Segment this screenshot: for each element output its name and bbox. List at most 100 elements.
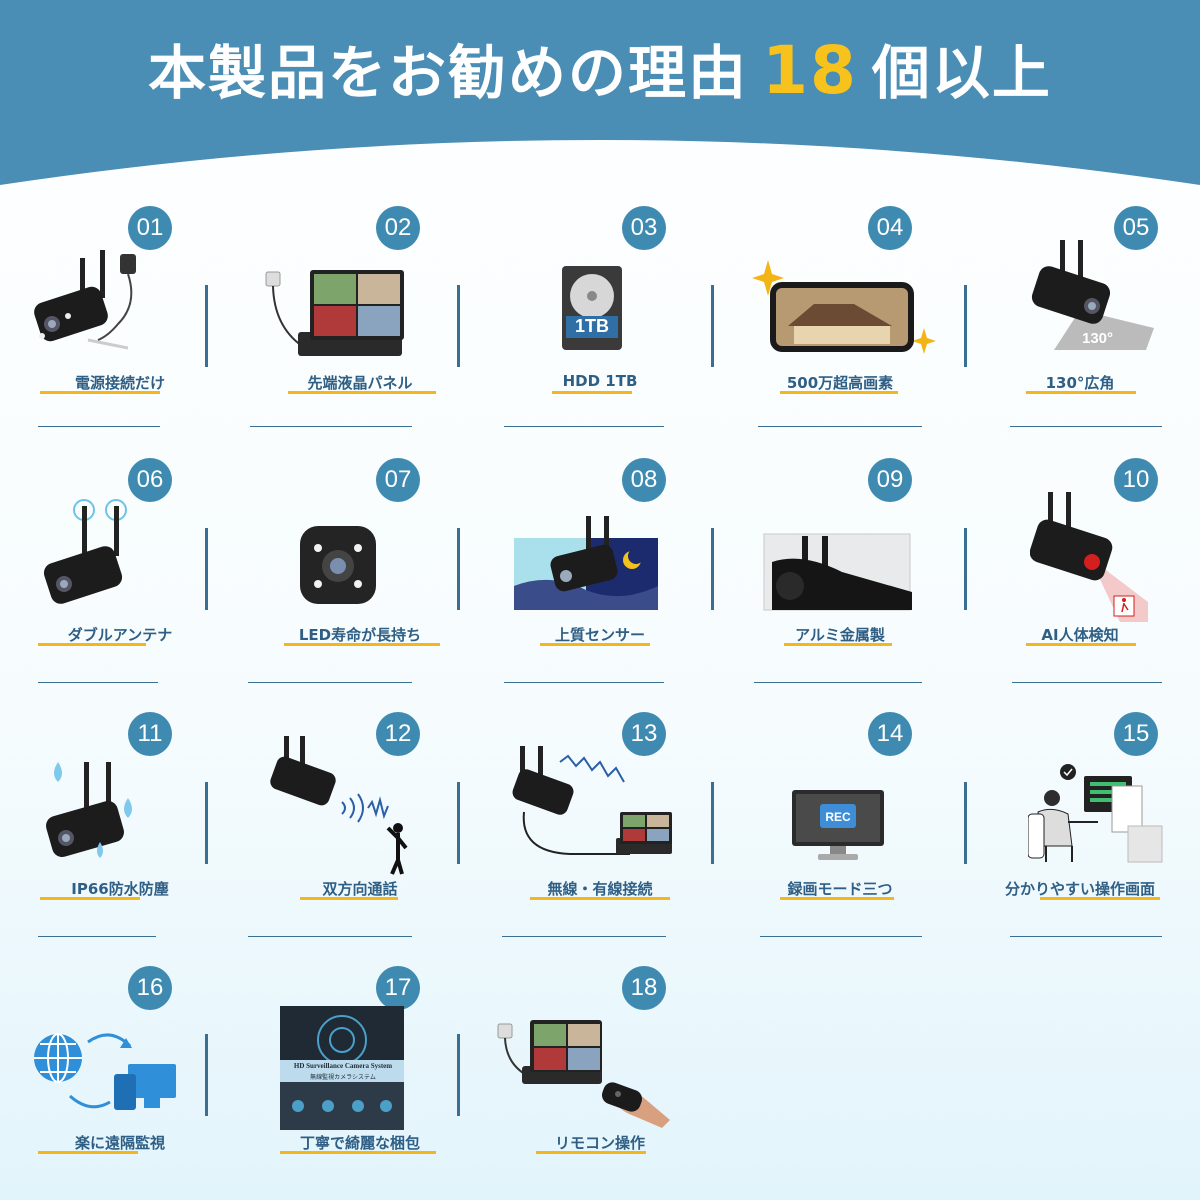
row-divider [38, 426, 160, 427]
feature-label: 上質センサー [554, 626, 645, 644]
monitor-nvr-icon [265, 270, 404, 356]
feature-number-badge: 04 [868, 206, 912, 250]
row-divider [754, 682, 922, 683]
feature-cell-12: 12 双方向通話 [240, 696, 480, 948]
label-underline [40, 391, 160, 394]
feature-cell-13: 13 無線・有線接続 [480, 696, 720, 948]
label-underline [288, 391, 436, 394]
feature-label: リモコン操作 [554, 1134, 645, 1152]
column-divider [205, 1034, 208, 1116]
column-divider [457, 782, 460, 864]
label-underline [540, 643, 650, 646]
feature-number-badge: 18 [622, 966, 666, 1010]
box-subtitle-text: 無線監視カメラシステム [310, 1074, 376, 1081]
feature-cell-02: 02 先端液晶パネル [240, 190, 480, 442]
title-after: 個以上 [871, 39, 1052, 107]
feature-number-badge: 12 [376, 712, 420, 756]
feature-label: 分かりやすい操作画面 [1004, 880, 1155, 898]
row-divider [502, 936, 666, 937]
angle-text: 130° [1082, 330, 1114, 347]
box-title-text: HD Surveillance Camera System [293, 1062, 393, 1070]
wide-angle-camera-icon [1031, 240, 1154, 350]
hard-drive-icon [562, 266, 622, 350]
title-before: 本製品をお勧めの理由 [148, 39, 749, 107]
feature-cell-03: 03 1TB HDD 1TB [480, 190, 720, 442]
label-underline [280, 1151, 436, 1154]
label-underline [38, 643, 146, 646]
feature-cell-16: 16 楽に遠隔監視 [0, 950, 240, 1202]
label-underline [552, 391, 632, 394]
row-divider [758, 426, 922, 427]
feature-number-badge: 14 [868, 712, 912, 756]
row-divider [1012, 682, 1162, 683]
wireless-wired-icon [512, 746, 672, 855]
feature-cell-04: 04 500万超高画素 [720, 190, 960, 442]
rec-monitor-icon [792, 790, 884, 860]
feature-label: 録画モード三つ [787, 880, 893, 898]
feature-label: LED寿命が長持ち [298, 626, 422, 644]
column-divider [457, 528, 460, 610]
feature-cell-07: 07 LED寿命が長持ち [240, 442, 480, 694]
feature-cell-05: 05 130° 130°広角 [960, 190, 1200, 442]
label-underline [530, 897, 670, 900]
remote-control-icon [497, 1020, 670, 1128]
column-divider [205, 528, 208, 610]
column-divider [205, 285, 208, 367]
feature-cell-14: 14 REC 録画モード三つ [720, 696, 960, 948]
feature-cell-18: 18 リモコン操作 [480, 950, 720, 1202]
feature-label: 双方向通話 [322, 880, 398, 898]
feature-number-badge: 10 [1114, 458, 1158, 502]
label-underline [40, 897, 140, 900]
row-divider [250, 426, 412, 427]
row-divider [1010, 426, 1162, 427]
title-number: 18 [762, 32, 858, 109]
label-underline [1026, 391, 1136, 394]
feature-label: 先端液晶パネル [307, 374, 413, 392]
label-underline [780, 391, 898, 394]
column-divider [711, 528, 714, 610]
column-divider [457, 1034, 460, 1116]
feature-number-badge: 06 [128, 458, 172, 502]
feature-label: AI人体検知 [1041, 626, 1119, 644]
feature-cell-01: 01 電源接続だけ [0, 190, 240, 442]
feature-cell-06: 06 ダブルアンテナ [0, 442, 240, 694]
feature-number-badge: 07 [376, 458, 420, 502]
row-divider [248, 936, 412, 937]
feature-number-badge: 05 [1114, 206, 1158, 250]
two-way-audio-icon [270, 736, 408, 875]
feature-number-badge: 03 [622, 206, 666, 250]
metal-camera-icon [763, 533, 912, 611]
camera-with-adapter-icon [34, 250, 136, 350]
feature-number-badge: 15 [1114, 712, 1158, 756]
smartphone-house-icon [752, 260, 936, 354]
label-underline [536, 1151, 646, 1154]
column-divider [711, 285, 714, 367]
feature-cell-11: 11 IP66防水防塵 [0, 696, 240, 948]
feature-label: 500万超高画素 [786, 374, 894, 392]
feature-cell-10: 10 AI人体検知 [960, 442, 1200, 694]
column-divider [205, 782, 208, 864]
feature-number-badge: 02 [376, 206, 420, 250]
feature-label: 130°広角 [1045, 374, 1115, 392]
feature-number-badge: 11 [128, 712, 172, 756]
led-camera-front-icon [300, 526, 376, 604]
column-divider [964, 782, 967, 864]
column-divider [964, 285, 967, 367]
row-divider [760, 936, 922, 937]
row-divider [504, 426, 664, 427]
column-divider [457, 285, 460, 367]
feature-label: 電源接続だけ [74, 374, 165, 392]
feature-number-badge: 09 [868, 458, 912, 502]
label-underline [784, 643, 892, 646]
feature-number-badge: 08 [622, 458, 666, 502]
feature-number-badge: 16 [128, 966, 172, 1010]
label-underline [300, 897, 398, 900]
row-divider [1010, 936, 1162, 937]
feature-label: 楽に遠隔監視 [74, 1134, 165, 1152]
feature-label: HDD 1TB [562, 372, 638, 390]
feature-label: ダブルアンテナ [67, 626, 173, 644]
feature-label: 無線・有線接続 [547, 880, 653, 898]
label-underline [780, 897, 894, 900]
operator-desk-icon [1028, 764, 1163, 863]
